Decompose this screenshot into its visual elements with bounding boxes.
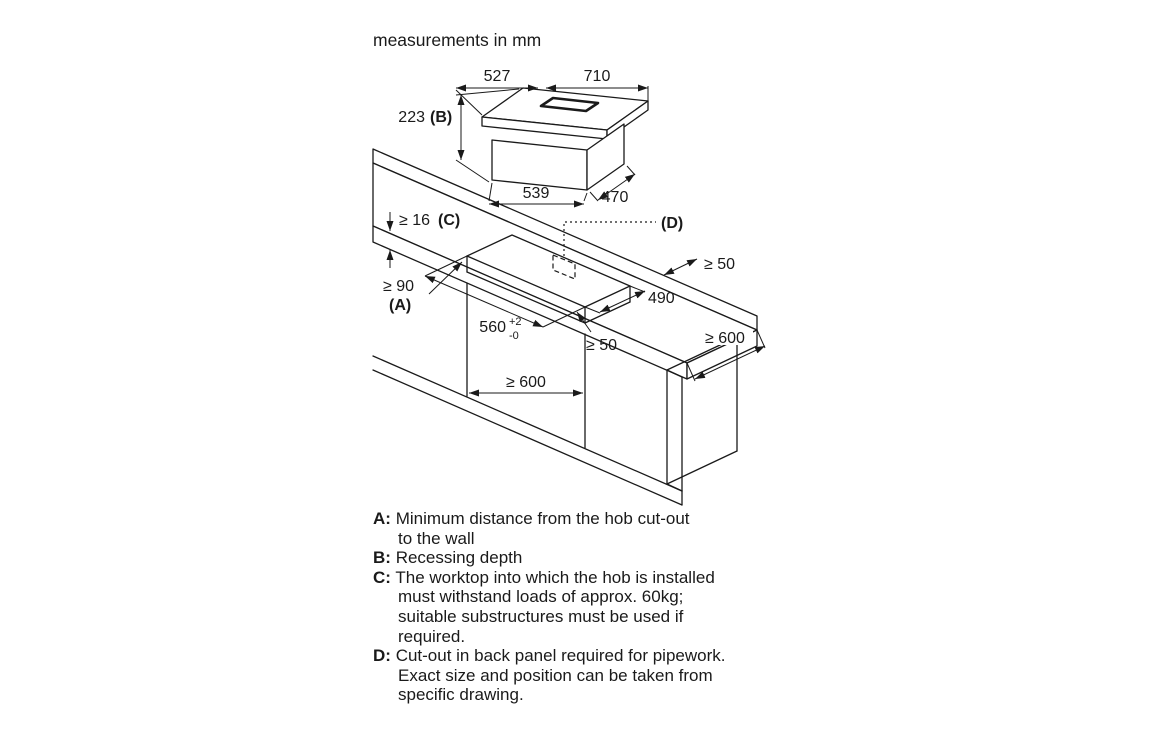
legend: A: Minimum distance from the hob cut-out… bbox=[373, 509, 725, 705]
dim-hob-width-710: 710 bbox=[546, 68, 649, 101]
legend-text-b-1: Recessing depth bbox=[395, 548, 523, 568]
pipework-cutout-rect bbox=[552, 254, 576, 280]
dim-box-depth-470: 470 bbox=[589, 165, 636, 206]
legend-text-c-1: The worktop into which the hob is instal… bbox=[395, 567, 715, 587]
dim-hob-depth-527: 527 bbox=[455, 68, 538, 116]
dim-560-tol-minus: -0 bbox=[509, 330, 519, 342]
pipework-cutout: (D) bbox=[552, 215, 683, 280]
dim-560-label: 560 bbox=[479, 319, 506, 336]
legend-text-d-3: specific drawing. bbox=[398, 685, 524, 705]
dim-600-cabinet-label: ≥ 600 bbox=[506, 374, 546, 391]
legend-entry-d: D: Cut-out in back panel required for pi… bbox=[373, 646, 725, 705]
air-inlet-slot bbox=[539, 96, 600, 113]
hob-unit bbox=[481, 87, 649, 191]
dim-50-side-label: ≥ 50 bbox=[704, 256, 735, 273]
legend-text-a-2: to the wall bbox=[398, 528, 475, 548]
legend-text-c-3: suitable substructures must be used if bbox=[398, 606, 684, 626]
legend-text-c-2: must withstand loads of approx. 60kg; bbox=[398, 587, 684, 607]
cabinet-bottom-front bbox=[372, 355, 683, 492]
dim-recessing-depth-223: 223 (B) bbox=[398, 88, 520, 183]
dim-worktop-thickness-16C: ≥ 16 (C) bbox=[386, 212, 460, 268]
label-B: (B) bbox=[430, 109, 452, 126]
dim-90-label: ≥ 90 bbox=[383, 278, 414, 295]
legend-key-c: C: bbox=[373, 567, 391, 587]
dim-539-label: 539 bbox=[523, 185, 550, 202]
dim-600-depth-label: ≥ 600 bbox=[705, 330, 745, 347]
legend-text-d-2: Exact size and position can be taken fro… bbox=[398, 665, 713, 685]
dim-worktop-depth-600: ≥ 600 bbox=[686, 329, 766, 382]
legend-text-a-1: Minimum distance from the hob cut-out bbox=[395, 509, 690, 528]
legend-entry-c: C: The worktop into which the hob is ins… bbox=[373, 568, 725, 646]
dim-box-width-539: 539 bbox=[488, 182, 588, 208]
dim-cutout-depth-490: 490 bbox=[584, 285, 675, 314]
vent-box-front-face bbox=[491, 139, 588, 191]
legend-key-a: A: bbox=[373, 509, 391, 528]
dim-cabinet-width-600: ≥ 600 bbox=[469, 374, 583, 397]
legend-entry-a: A: Minimum distance from the hob cut-out… bbox=[373, 509, 725, 548]
dim-side-clearance-50: ≥ 50 bbox=[663, 256, 735, 276]
dim-223-label: 223 bbox=[398, 109, 425, 126]
legend-text-d-1: Cut-out in back panel required for pipew… bbox=[395, 646, 726, 666]
legend-entry-b: B: Recessing depth bbox=[373, 548, 725, 568]
dim-front-clearance-50: ≥ 50 bbox=[576, 311, 617, 354]
dim-527-label: 527 bbox=[484, 68, 511, 85]
page-title: measurements in mm bbox=[373, 30, 542, 50]
label-C: (C) bbox=[438, 212, 460, 229]
legend-text-c-4: required. bbox=[398, 626, 466, 646]
legend-key-d: D: bbox=[373, 646, 391, 666]
cabinet bbox=[372, 282, 738, 506]
legend-key-b: B: bbox=[373, 548, 391, 568]
dim-560-tol-plus: +2 bbox=[509, 316, 522, 328]
dim-470-label: 470 bbox=[602, 189, 629, 206]
cabinet-bottom-lower bbox=[372, 369, 683, 506]
label-A: (A) bbox=[389, 297, 411, 314]
dim-16-label: ≥ 16 bbox=[399, 212, 430, 229]
dim-490-label: 490 bbox=[648, 290, 675, 307]
label-D: (D) bbox=[661, 215, 683, 232]
vent-box-side-face bbox=[586, 123, 625, 191]
dim-50-front-label: ≥ 50 bbox=[586, 337, 617, 354]
pipework-leader-line bbox=[563, 221, 656, 256]
dim-cutout-width-560: 560 +2 -0 bbox=[424, 255, 586, 342]
dim-710-label: 710 bbox=[584, 68, 611, 85]
